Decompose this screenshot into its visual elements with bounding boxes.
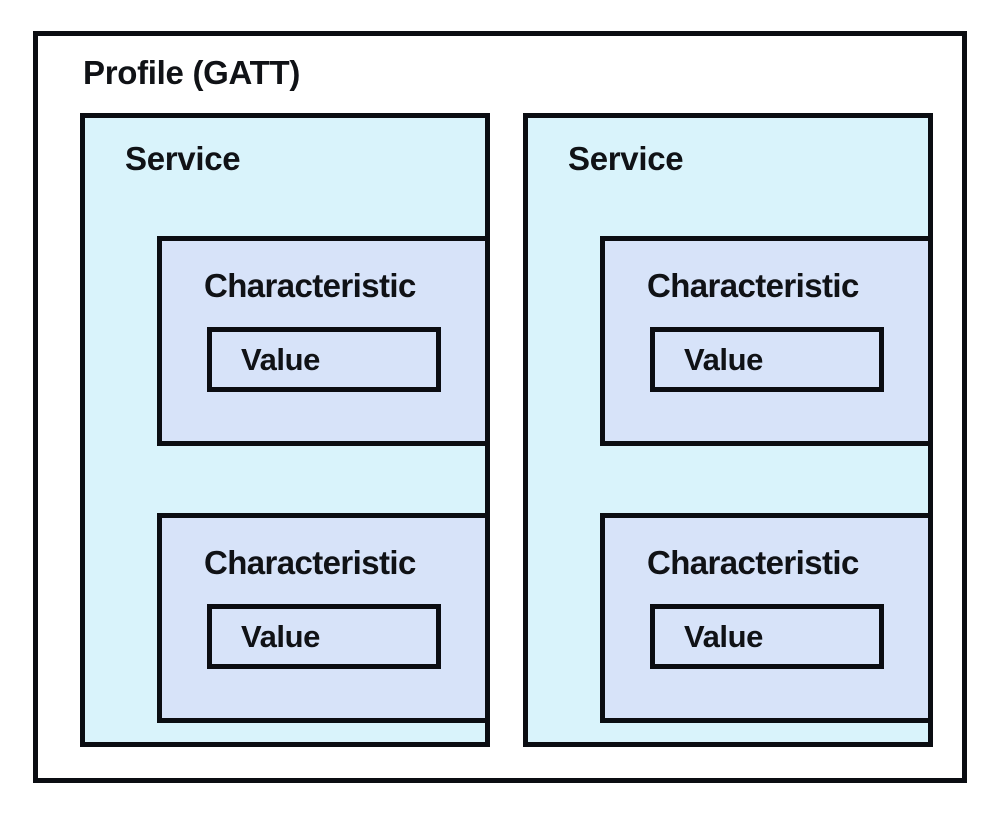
- service-title-1: Service: [125, 140, 241, 177]
- characteristic-box-2-1: Characteristic Value: [600, 236, 933, 446]
- value-box-1-1: Value: [207, 327, 441, 392]
- service-title-2: Service: [568, 140, 684, 177]
- value-box-2-2: Value: [650, 604, 884, 669]
- value-title-2-2: Value: [684, 619, 763, 654]
- characteristic-box-1-1: Characteristic Value: [157, 236, 490, 446]
- value-title-1-2: Value: [241, 619, 320, 654]
- profile-gatt-container: Profile (GATT) Service Characteristic Va…: [33, 31, 967, 783]
- profile-title: Profile (GATT): [83, 54, 301, 91]
- value-title-1-1: Value: [241, 342, 320, 377]
- value-title-2-1: Value: [684, 342, 763, 377]
- value-box-2-1: Value: [650, 327, 884, 392]
- characteristic-title-1-1: Characteristic: [204, 267, 416, 304]
- characteristic-box-1-2: Characteristic Value: [157, 513, 490, 723]
- characteristic-title-2-2: Characteristic: [647, 544, 859, 581]
- service-box-1: Service Characteristic Value Characteris…: [80, 113, 490, 747]
- characteristic-title-1-2: Characteristic: [204, 544, 416, 581]
- characteristic-box-2-2: Characteristic Value: [600, 513, 933, 723]
- characteristic-title-2-1: Characteristic: [647, 267, 859, 304]
- service-box-2: Service Characteristic Value Characteris…: [523, 113, 933, 747]
- value-box-1-2: Value: [207, 604, 441, 669]
